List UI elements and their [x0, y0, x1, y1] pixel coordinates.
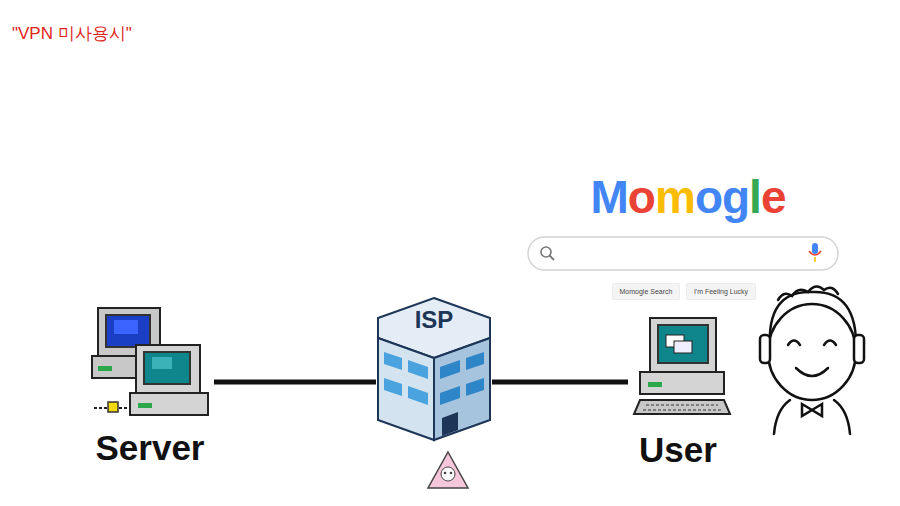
person-drawing [760, 286, 864, 434]
watermark-icon [428, 452, 468, 488]
search-button: I'm Feeling Lucky [686, 283, 756, 300]
node-label: Momogle Search [616, 288, 677, 295]
server-icon [92, 308, 208, 415]
isp-node: ISP [376, 296, 492, 442]
network-link [492, 382, 628, 383]
title: "VPN 미사용시" [12, 22, 132, 45]
user-node: User [628, 312, 728, 472]
network-link [214, 382, 376, 383]
node-label: Server [86, 428, 214, 468]
server-node: Server [86, 300, 214, 472]
node-label: ISP [376, 306, 492, 334]
user-computer-icon [634, 318, 730, 414]
search-button: Momogle Search [612, 283, 681, 300]
mic-icon [812, 243, 818, 254]
node-label: User [628, 430, 728, 470]
search-bar [528, 237, 838, 270]
logo-text: Momogle [0, 170, 900, 224]
node-label: I'm Feeling Lucky [690, 288, 752, 295]
